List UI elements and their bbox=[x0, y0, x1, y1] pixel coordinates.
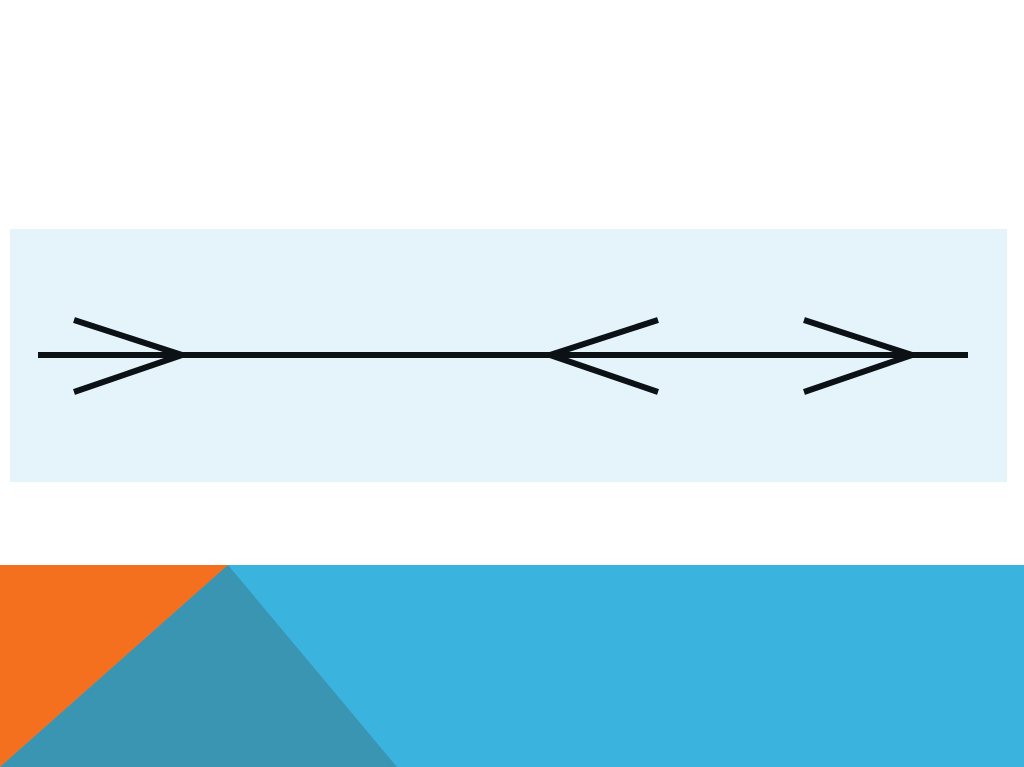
arrow-diagram bbox=[10, 229, 1007, 482]
footer-decoration bbox=[0, 565, 1024, 767]
middle-arrowhead bbox=[549, 317, 659, 395]
left-arrowhead bbox=[73, 317, 183, 395]
figure-panel bbox=[10, 229, 1007, 482]
overlap-triangle bbox=[0, 565, 397, 767]
right-arrowhead bbox=[803, 317, 913, 395]
footer-band bbox=[0, 565, 1024, 767]
